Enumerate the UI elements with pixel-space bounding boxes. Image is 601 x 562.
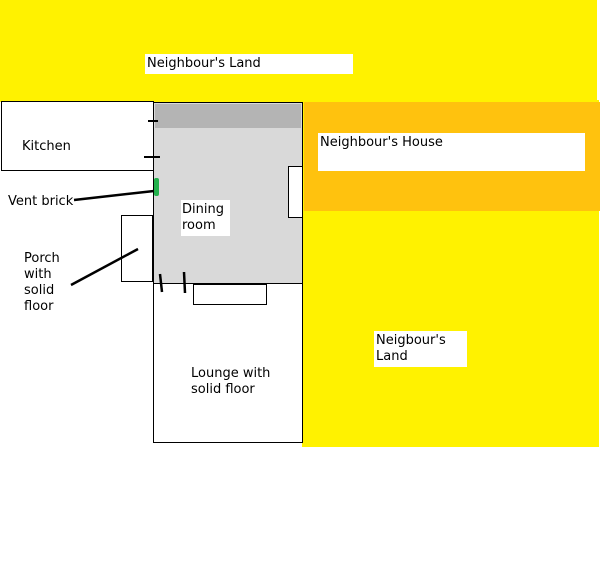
porch-pointer: [70, 247, 139, 287]
neighbours-house-label: Neighbour's House: [320, 135, 443, 150]
neighbours-land-top-label: Neighbour's Land: [147, 56, 261, 71]
dining-room-label: Dining room: [182, 202, 224, 233]
lounge-room: [153, 284, 303, 443]
door-mark-1: [158, 273, 164, 293]
neighbours-land-top-area: [0, 0, 597, 102]
door-mark-2: [182, 271, 187, 294]
vent-brick: [154, 178, 159, 196]
dining-room-top-strip: [155, 104, 301, 128]
neighbours-land-right-label: Neigbour's Land: [376, 333, 446, 364]
porch-label: Porch with solid floor: [24, 251, 60, 314]
neighbours-house-label-bg: [318, 133, 585, 171]
dining-room-label-bg: [181, 200, 230, 236]
neighbours-land-right-label-bg: [374, 331, 467, 367]
neighbours-land-top-label-bg: [145, 54, 353, 74]
lounge-window: [193, 284, 267, 305]
kitchen-label: Kitchen: [22, 139, 71, 154]
vent-brick-label: Vent brick: [8, 194, 74, 209]
vent-brick-pointer: [73, 189, 155, 202]
dining-room-window: [288, 166, 303, 218]
lounge-label: Lounge with solid floor: [191, 366, 271, 397]
